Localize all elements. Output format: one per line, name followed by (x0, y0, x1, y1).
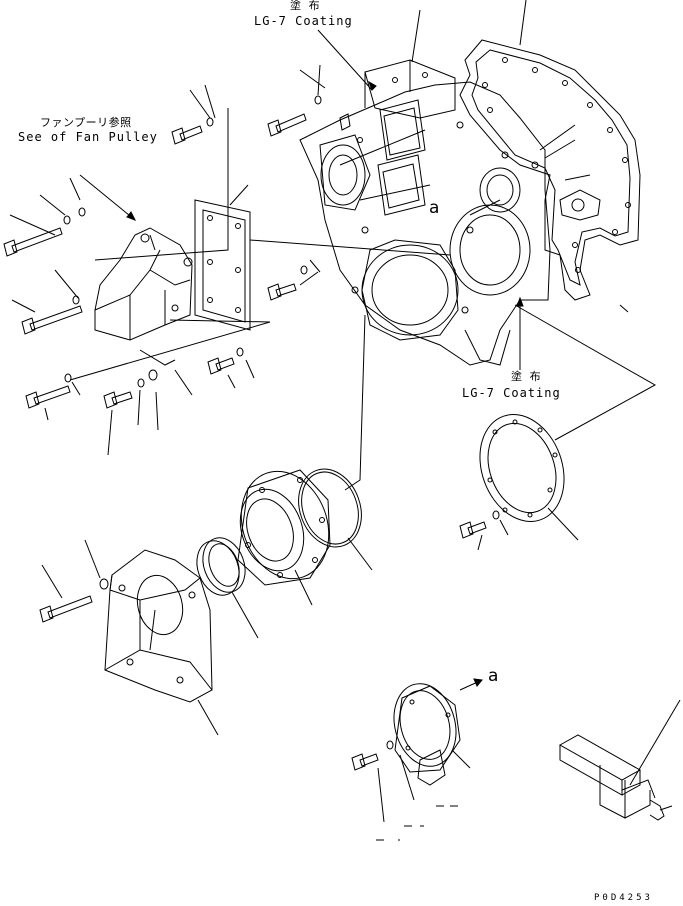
drawing-code: P0D4253 (594, 893, 653, 903)
coating-note-top-en: LG-7 Coating (254, 14, 353, 28)
fan-bracket (95, 228, 192, 340)
coating-note-right-en: LG-7 Coating (462, 386, 561, 400)
fan-pulley-reference-jp: ファンプーリ参照 (40, 116, 132, 129)
reference-mark-a-bottom: a (488, 666, 499, 686)
cover-gasket (460, 40, 640, 300)
adapter-plate (195, 200, 250, 330)
fan-pulley-bracket (105, 550, 218, 735)
bearing-housing (227, 459, 344, 605)
cover-plate (460, 403, 578, 550)
small-cover (352, 677, 482, 840)
front-cover-housing (300, 60, 550, 365)
oil-seal (190, 532, 258, 638)
bracket-bolt (40, 540, 108, 622)
coating-note-top-jp: 塗 布 (290, 0, 321, 12)
service-tool (560, 700, 680, 820)
o-ring (288, 460, 372, 570)
leader-lines (70, 0, 655, 490)
bolts-and-washers (4, 96, 321, 455)
coating-note-right-jp: 塗 布 (511, 370, 542, 383)
reference-mark-a-top: a (429, 198, 440, 218)
fan-pulley-reference-en: See of Fan Pulley (18, 130, 158, 144)
